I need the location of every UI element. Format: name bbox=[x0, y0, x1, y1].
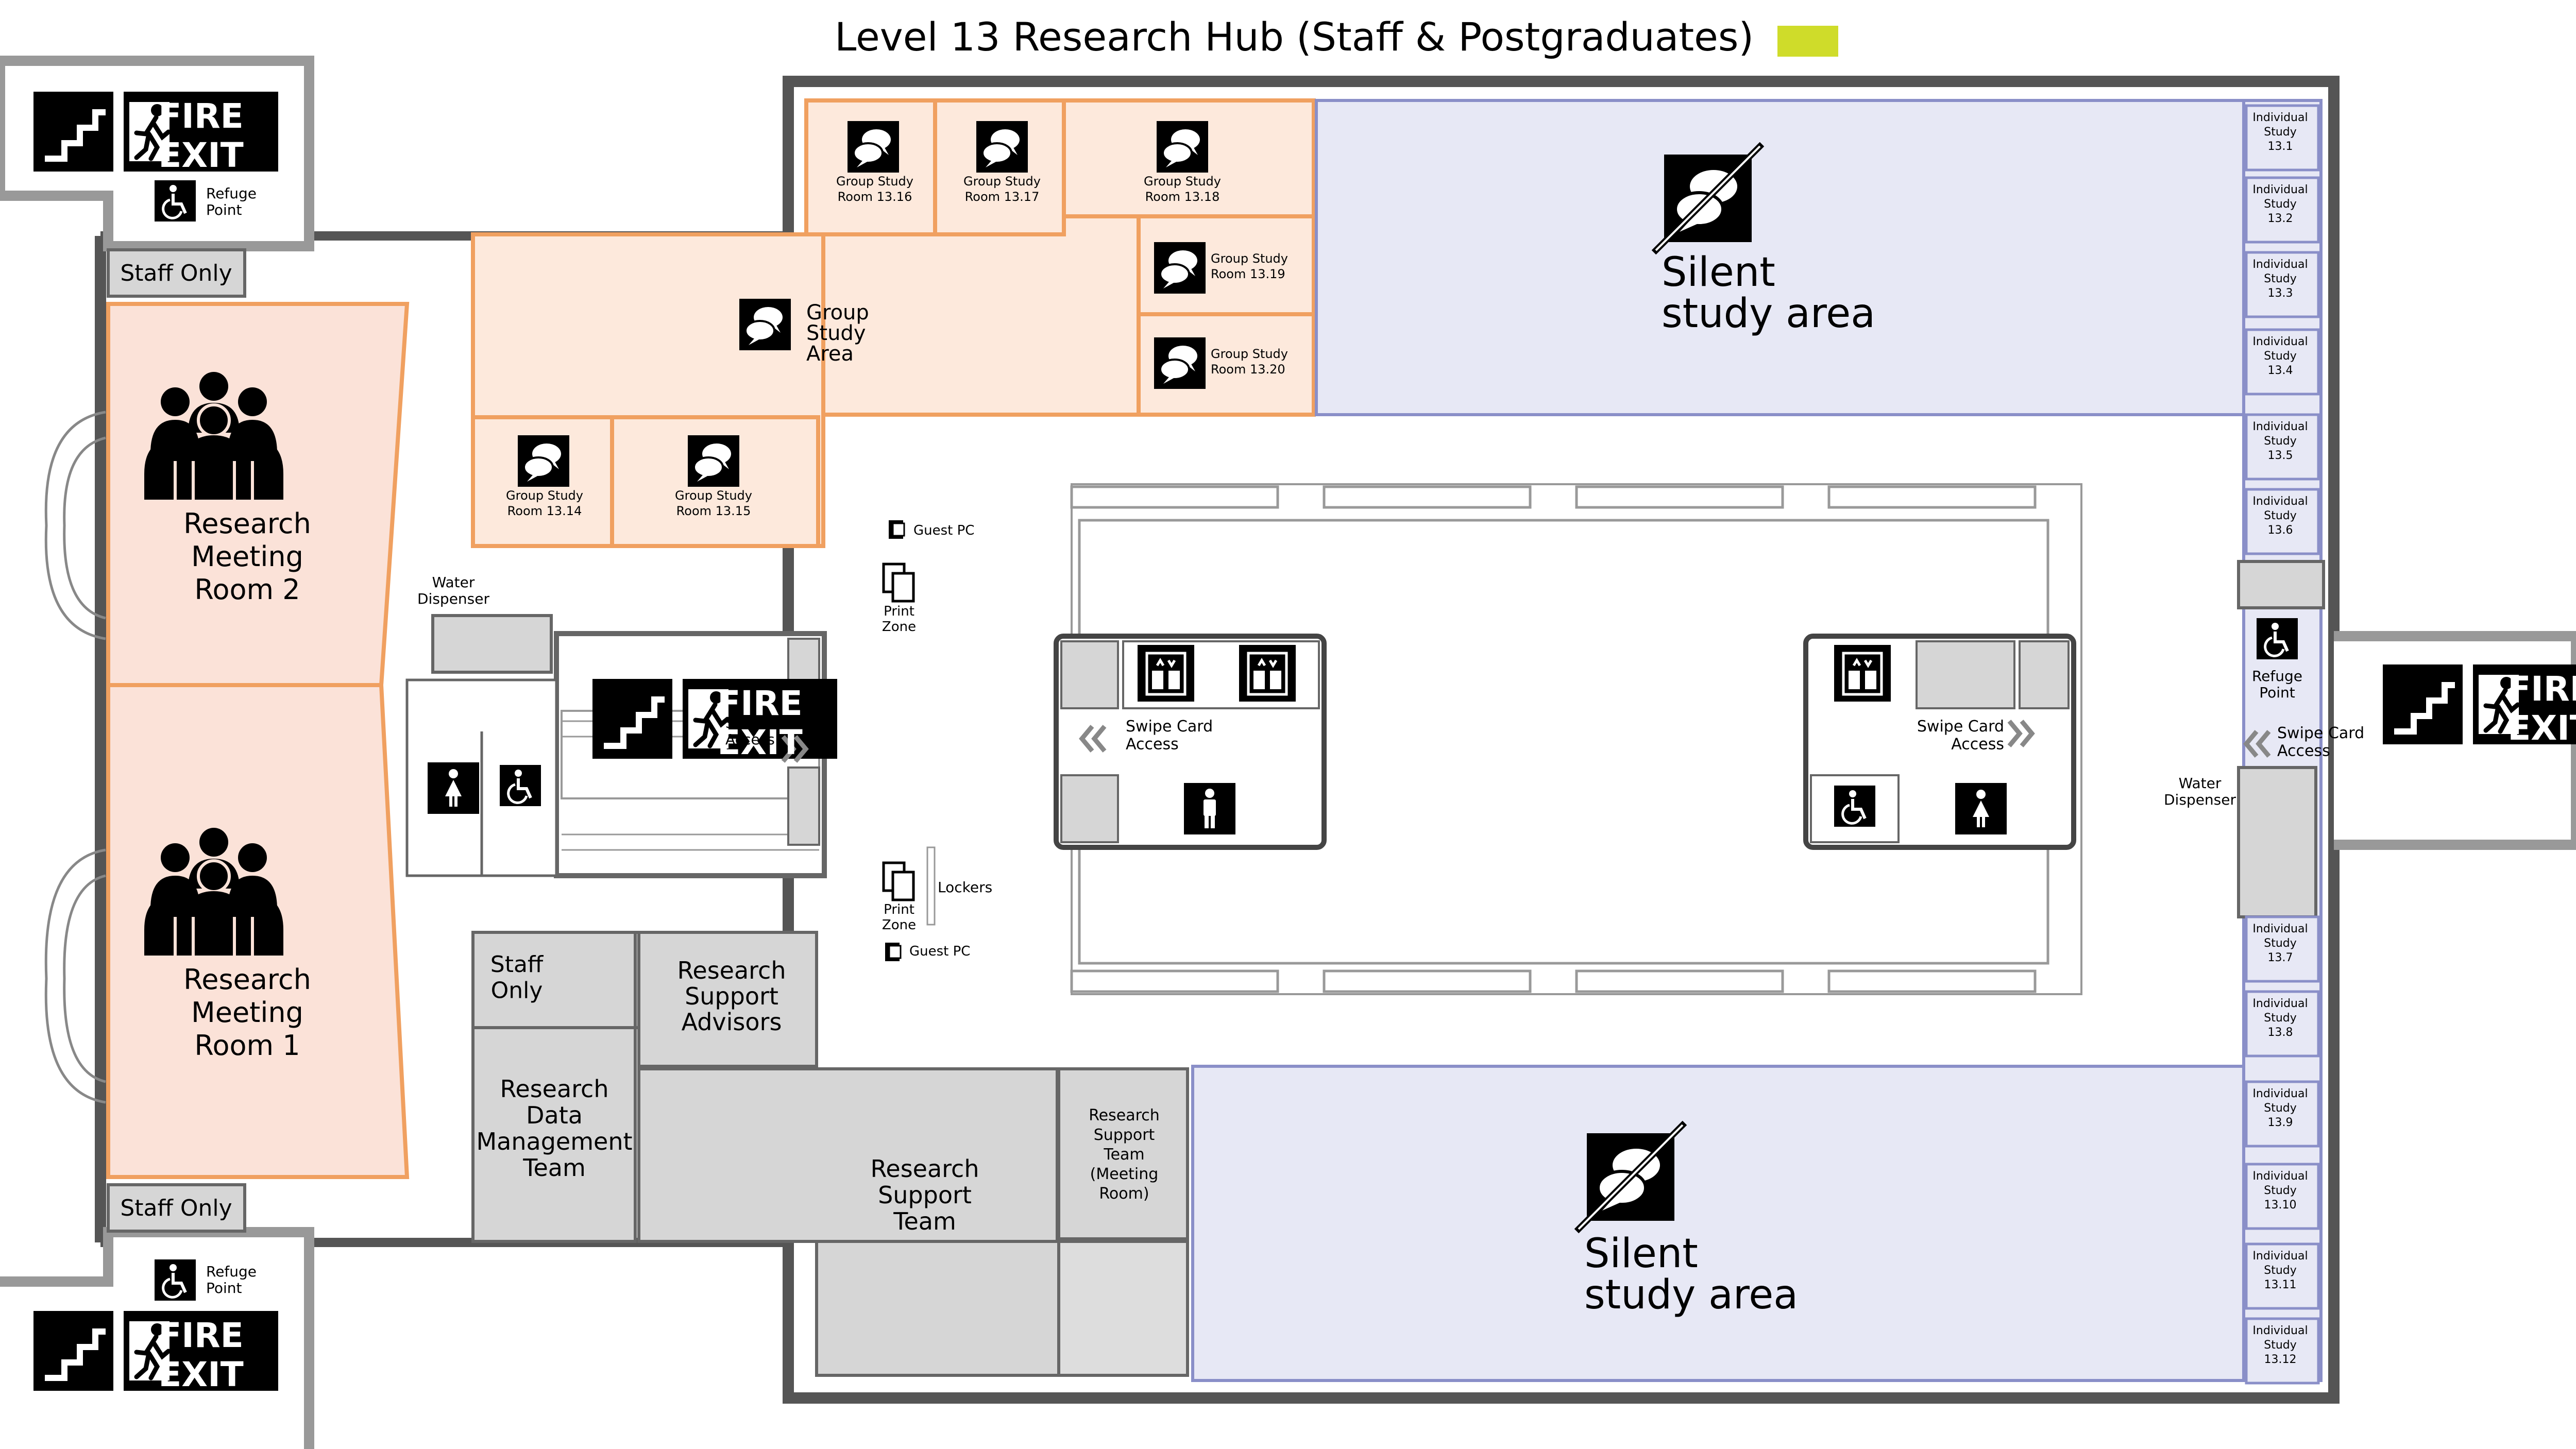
guest-pc-label: Guest PC bbox=[909, 944, 970, 959]
lift-icon bbox=[1834, 645, 1891, 702]
individual-study-room bbox=[2245, 915, 2320, 983]
guest-pc-icon bbox=[888, 519, 905, 540]
silent-zones bbox=[1191, 99, 2323, 1382]
guest-pc-icon bbox=[884, 942, 902, 962]
individual-study-room bbox=[2245, 104, 2320, 172]
group-study-icon bbox=[846, 120, 900, 174]
individual-study-room bbox=[2245, 1242, 2320, 1310]
individual-study-room bbox=[2245, 328, 2320, 396]
group-study-icon bbox=[687, 434, 740, 488]
central-core bbox=[1054, 483, 2082, 995]
male-toilet-icon bbox=[1184, 783, 1235, 834]
group-study-icon bbox=[975, 120, 1029, 174]
individual-study-room bbox=[2245, 176, 2320, 244]
refuge-point-icon bbox=[155, 1259, 196, 1301]
legend-swatch bbox=[1777, 26, 1838, 57]
individual-study-room bbox=[2245, 1317, 2320, 1385]
lockers bbox=[926, 846, 936, 926]
female-toilet-icon bbox=[1955, 783, 2007, 834]
page-title: Level 13 Research Hub (Staff & Postgradu… bbox=[835, 14, 1754, 60]
group-study-icon bbox=[517, 434, 570, 488]
group-study-icon bbox=[1153, 241, 1207, 295]
individual-study-room bbox=[2245, 413, 2320, 481]
lockers-label: Lockers bbox=[938, 879, 992, 896]
individual-study-room bbox=[2245, 1163, 2320, 1230]
staff-only-label: Staff Only bbox=[120, 1195, 232, 1221]
guest-pc-label: Guest PC bbox=[913, 523, 974, 538]
silent-study-icon bbox=[1654, 144, 1762, 252]
silent-study-icon bbox=[1577, 1123, 1685, 1231]
lift-icon bbox=[1239, 645, 1296, 702]
accessible-toilet-icon bbox=[1834, 786, 1875, 827]
individual-study-room bbox=[2245, 990, 2320, 1058]
group-study-icon bbox=[1156, 120, 1209, 174]
individual-study-room bbox=[2245, 1080, 2320, 1148]
staff-only-label: Staff Only bbox=[120, 260, 232, 286]
individual-study-cells bbox=[2245, 104, 2320, 1385]
individual-study-room bbox=[2245, 251, 2320, 318]
female-toilet-icon bbox=[428, 762, 479, 814]
refuge-point-icon bbox=[2257, 618, 2298, 659]
refuge-point-icon bbox=[155, 180, 196, 221]
lift-icon bbox=[1138, 645, 1194, 702]
group-study-icon bbox=[1153, 336, 1207, 390]
service-rooms bbox=[107, 248, 2325, 1377]
group-study-icon bbox=[738, 298, 792, 351]
accessible-toilet-icon bbox=[500, 765, 541, 806]
curved-glazing bbox=[44, 411, 106, 1104]
individual-study-room bbox=[2245, 488, 2320, 555]
